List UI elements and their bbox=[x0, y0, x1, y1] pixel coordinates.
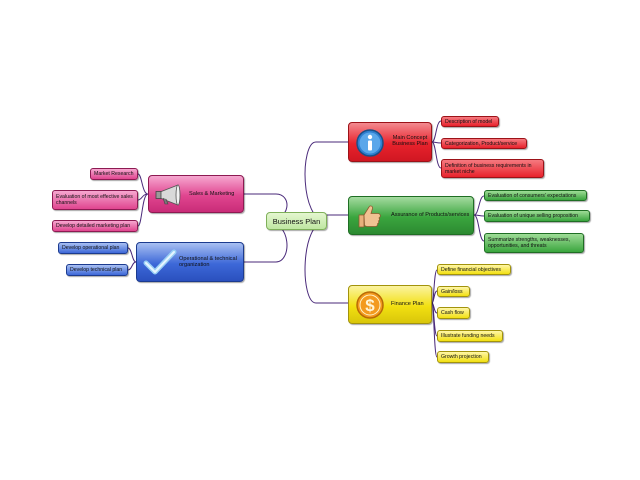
branch-operational[interactable]: Operational & technical organization bbox=[136, 242, 244, 282]
leaf-marketing-plan[interactable]: Develop detailed marketing plan bbox=[52, 220, 138, 232]
branch-finance-label: Finance Plan bbox=[391, 301, 424, 307]
branch-finance[interactable]: $ Finance Plan bbox=[348, 285, 432, 324]
leaf-market-research[interactable]: Market Research bbox=[90, 168, 138, 180]
central-topic[interactable]: Business Plan bbox=[266, 212, 327, 230]
leaf-operational-plan[interactable]: Develop operational plan bbox=[58, 242, 128, 254]
info-icon bbox=[356, 129, 384, 157]
branch-assurance-label: Assurance of Products/services bbox=[391, 212, 470, 218]
branch-sales-marketing-label: Sales & Marketing bbox=[189, 191, 235, 197]
leaf-definition-requirements[interactable]: Definition of business requirements in m… bbox=[441, 159, 544, 178]
leaf-consumer-expectations[interactable]: Evaluation of consumers' expectations bbox=[484, 190, 587, 201]
branch-assurance[interactable]: Assurance of Products/services bbox=[348, 196, 474, 235]
leaf-financial-objectives[interactable]: Define financial objectives bbox=[437, 264, 511, 275]
leaf-technical-plan[interactable]: Develop technical plan bbox=[66, 264, 128, 276]
leaf-categorization[interactable]: Categorization, Product/service bbox=[441, 138, 527, 149]
svg-text:$: $ bbox=[365, 296, 375, 315]
leaf-cash-flow[interactable]: Cash flow bbox=[437, 307, 470, 319]
central-topic-label: Business Plan bbox=[272, 216, 321, 226]
branch-sales-marketing[interactable]: Sales & Marketing bbox=[148, 175, 244, 213]
thumbs-up-icon bbox=[358, 205, 381, 228]
branch-main-concept-label: Main Concept Business Plan bbox=[392, 135, 428, 148]
checkmark-icon bbox=[143, 249, 177, 275]
leaf-funding-needs[interactable]: Illustrate funding needs bbox=[437, 330, 503, 342]
branch-main-concept[interactable]: Main Concept Business Plan bbox=[348, 122, 432, 162]
leaf-description-of-model[interactable]: Description of model bbox=[441, 116, 499, 127]
leaf-growth-projection[interactable]: Growth projection bbox=[437, 351, 489, 363]
leaf-swot-summary[interactable]: Summarize strengths, weaknesses, opportu… bbox=[484, 233, 584, 253]
leaf-sales-channels[interactable]: Evaluation of most effective sales chann… bbox=[52, 190, 138, 210]
megaphone-icon bbox=[155, 184, 181, 206]
dollar-coin-icon: $ bbox=[356, 291, 384, 319]
leaf-unique-selling-proposition[interactable]: Evaluation of unique selling proposition bbox=[484, 210, 590, 222]
leaf-gain-loss[interactable]: Gain/loss bbox=[437, 286, 470, 297]
branch-operational-label: Operational & technical organization bbox=[179, 256, 237, 269]
